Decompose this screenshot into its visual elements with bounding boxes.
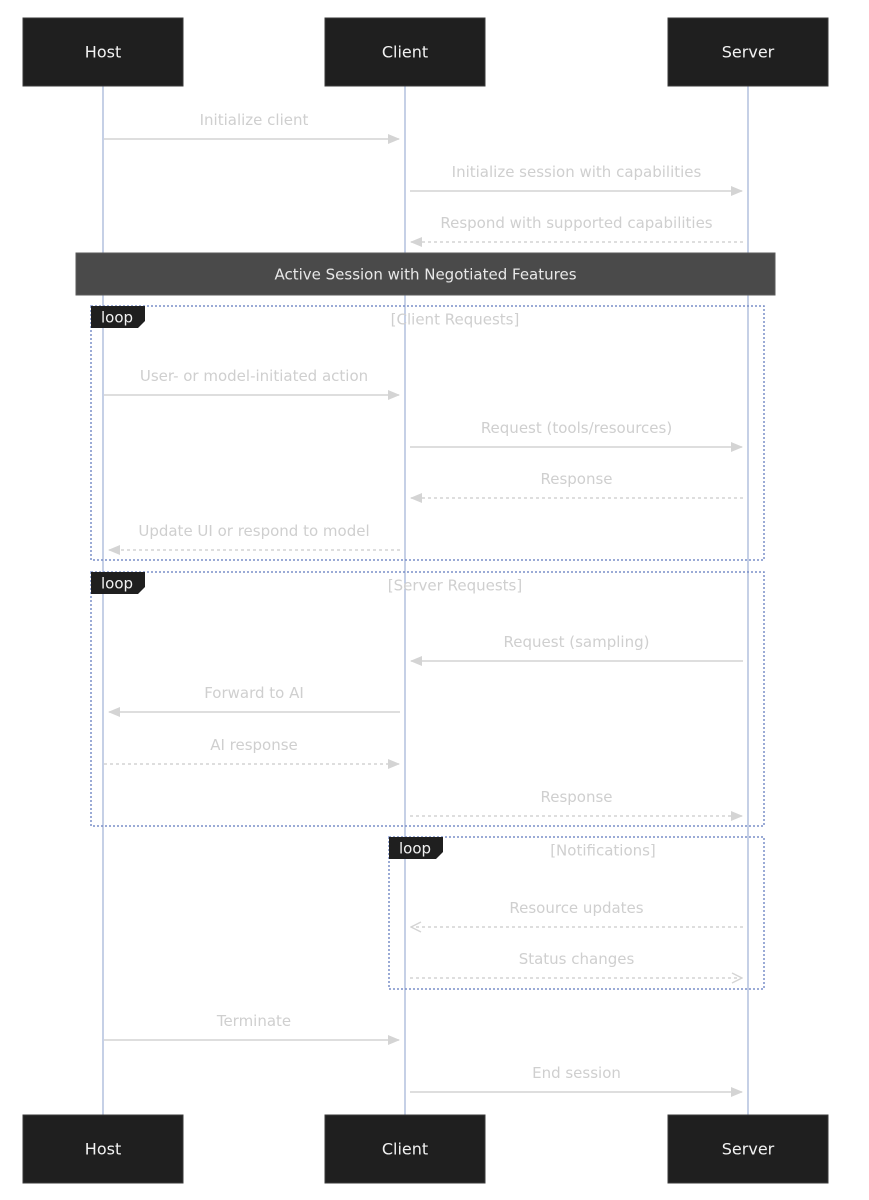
message: Initialize session with capabilities: [410, 163, 743, 196]
message-label: Terminate: [216, 1012, 291, 1030]
message-label: Resource updates: [509, 899, 643, 917]
message-label: Status changes: [519, 950, 635, 968]
actor-box: [22, 17, 184, 87]
message: Initialize client: [104, 111, 400, 144]
loop-condition: [Notifications]: [550, 842, 656, 860]
message: Response: [410, 788, 743, 821]
message: Forward to AI: [108, 684, 400, 717]
message-label: AI response: [210, 736, 298, 754]
message: Resource updates: [411, 899, 743, 927]
loop-tag: [91, 306, 145, 328]
message: Request (tools/resources): [410, 419, 743, 452]
actor-box: [324, 1114, 486, 1184]
actor-label: Client: [382, 1140, 428, 1159]
message: Terminate: [104, 1012, 400, 1045]
actor-label: Host: [85, 1140, 121, 1159]
message: Request (sampling): [410, 633, 743, 666]
message: User- or model-initiated action: [104, 367, 400, 400]
actor-label: Server: [722, 43, 775, 62]
loop-border: [90, 571, 765, 827]
loop-border: [388, 836, 765, 990]
actor-box: [667, 17, 829, 87]
lifelines: [102, 86, 749, 1115]
loop-frame: loop [Notifications]: [388, 836, 765, 990]
loop-label: loop: [399, 840, 431, 858]
session-note-text: Active Session with Negotiated Features: [274, 266, 576, 284]
message: Respond with supported capabilities: [410, 214, 743, 247]
loop-condition: [Server Requests]: [388, 577, 522, 595]
session-note: [75, 252, 776, 296]
message-label: Response: [540, 788, 612, 806]
loop-tag: [91, 572, 145, 594]
loop-condition: [Client Requests]: [391, 311, 520, 329]
actor-client-top: Client: [324, 17, 486, 87]
actor-server-top: Server: [667, 17, 829, 87]
actor-label: Host: [85, 43, 121, 62]
message: AI response: [104, 736, 400, 769]
actor-label: Client: [382, 43, 428, 62]
actor-server-bottom: Server: [667, 1114, 829, 1184]
actor-box: [667, 1114, 829, 1184]
message-label: Respond with supported capabilities: [440, 214, 712, 232]
loop-frame: loop [Client Requests]: [90, 305, 765, 561]
message-label: Forward to AI: [204, 684, 304, 702]
loop-tag: [389, 837, 443, 859]
actor-host-bottom: Host: [22, 1114, 184, 1184]
message: Status changes: [410, 950, 742, 978]
message-label: Request (tools/resources): [481, 419, 672, 437]
actor-box: [324, 17, 486, 87]
loop-label: loop: [101, 309, 133, 327]
actor-host-top: Host: [22, 17, 184, 87]
actor-client-bottom: Client: [324, 1114, 486, 1184]
message-label: Initialize client: [200, 111, 309, 129]
message: End session: [410, 1064, 743, 1097]
loop-border: [90, 305, 765, 561]
message: Response: [410, 470, 743, 503]
message-label: Request (sampling): [504, 633, 650, 651]
message-label: Update UI or respond to model: [138, 522, 369, 540]
note-group: Active Session with Negotiated Features: [75, 252, 776, 296]
message-label: Initialize session with capabilities: [452, 163, 702, 181]
message-label: End session: [532, 1064, 621, 1082]
actor-box: [22, 1114, 184, 1184]
message-label: User- or model-initiated action: [140, 367, 368, 385]
actor-label: Server: [722, 1140, 775, 1159]
message-label: Response: [540, 470, 612, 488]
message: Update UI or respond to model: [108, 522, 400, 555]
loop-frames: loop [Client Requests] loop [Server Request…: [90, 305, 765, 990]
loop-frame: loop [Server Requests]: [90, 571, 765, 827]
loop-label: loop: [101, 575, 133, 593]
